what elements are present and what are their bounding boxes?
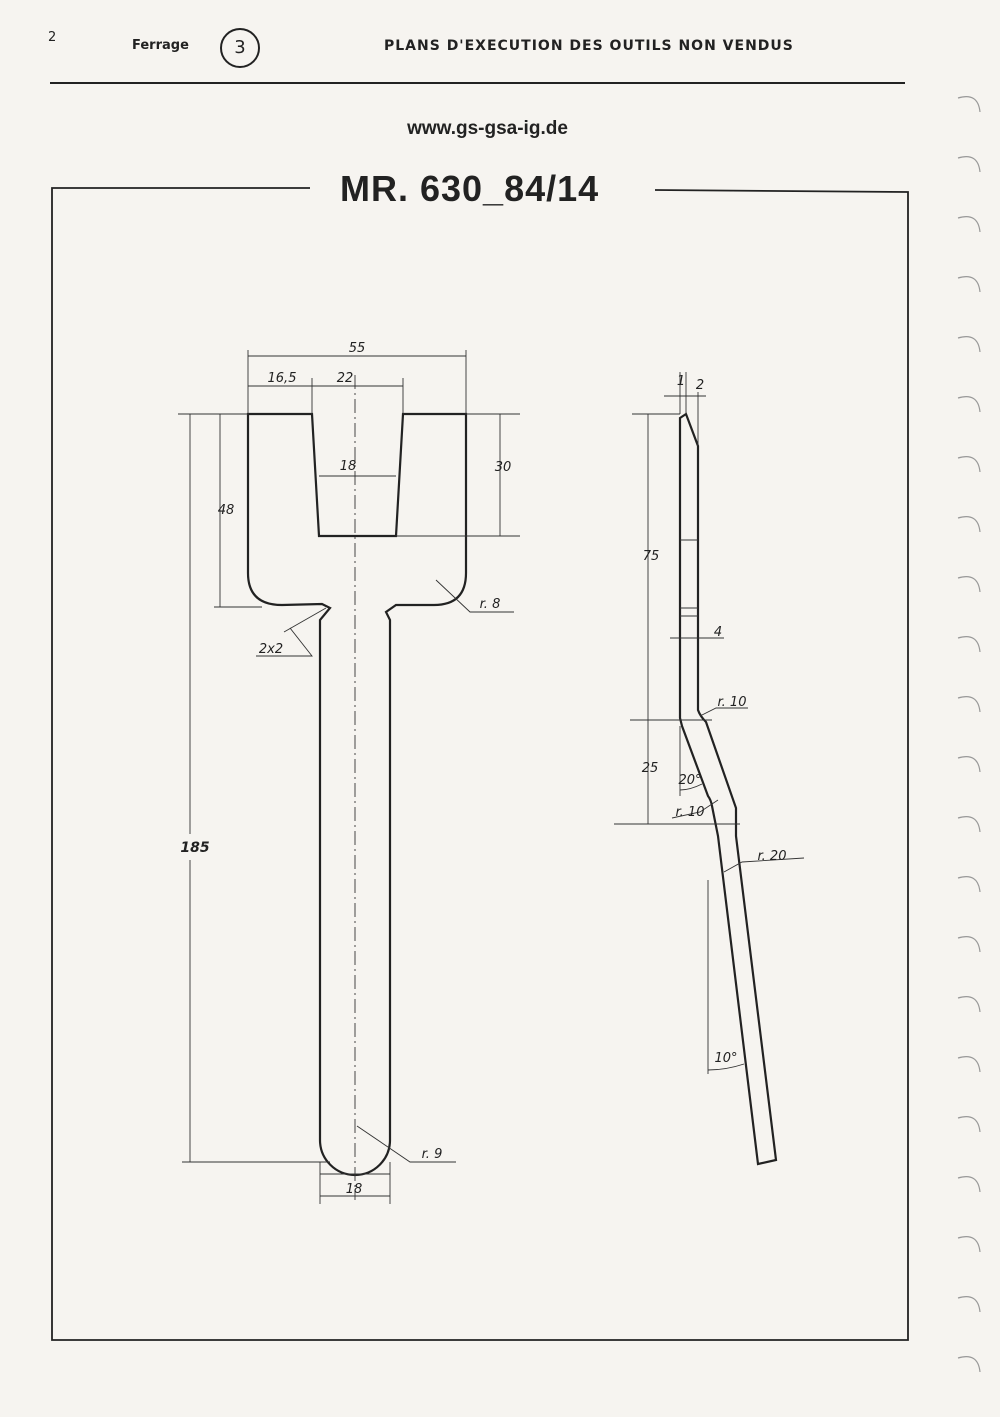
dim-overall-length: 185 — [180, 414, 330, 1163]
svg-text:r. 10: r. 10 — [718, 695, 747, 710]
dim-tip: 1 2 — [664, 372, 706, 446]
svg-text:2x2: 2x2 — [259, 642, 283, 657]
svg-text:10°: 10° — [714, 1051, 737, 1066]
dim-fillet-radius: r. 8 — [435, 579, 514, 613]
svg-text:48: 48 — [218, 503, 235, 518]
drawing-frame — [51, 187, 909, 1341]
svg-text:2: 2 — [696, 378, 704, 393]
svg-text:25: 25 — [642, 761, 659, 776]
svg-text:r. 9: r. 9 — [422, 1147, 443, 1162]
svg-text:22: 22 — [337, 371, 354, 386]
svg-text:30: 30 — [495, 460, 512, 475]
dim-shank-width: 18 — [319, 1162, 391, 1204]
section-number-badge: 3 — [220, 28, 260, 68]
section-name: Ferrage — [132, 38, 189, 53]
dim-offset-length: 25 — [614, 720, 740, 825]
dim-bend-radius-top: r. 10 — [699, 695, 748, 717]
svg-text:4: 4 — [714, 625, 722, 640]
dim-head-height: 48 — [178, 413, 262, 608]
tool-reference: MR. 630_84/14 — [340, 168, 600, 209]
binder-holes — [957, 96, 981, 1373]
page-number: 2 — [48, 30, 57, 45]
front-view-outline — [246, 412, 468, 1177]
header-title: PLANS D'EXECUTION DES OUTILS NON VENDUS — [384, 38, 794, 54]
svg-text:18: 18 — [340, 459, 357, 474]
side-view-outline — [678, 412, 778, 1166]
svg-text:55: 55 — [349, 341, 366, 356]
header-rule — [50, 82, 905, 84]
dim-slot-offsets: 16,5 22 — [248, 371, 404, 414]
svg-text:r. 20: r. 20 — [758, 849, 787, 864]
dim-slot-depth: 30 — [396, 413, 520, 537]
dim-bend-radius-middle: r. 10 — [671, 799, 719, 820]
dim-bend-radius-lower: r. 20 — [723, 849, 805, 873]
svg-text:16,5: 16,5 — [268, 371, 297, 386]
dim-chamfer: 2x2 — [256, 607, 327, 657]
svg-text:18: 18 — [346, 1182, 363, 1197]
dim-overall-width: 55 — [247, 341, 467, 414]
svg-text:1: 1 — [677, 374, 685, 389]
dim-straight-length: 75 — [630, 413, 712, 721]
dim-slot-bottom: 18 — [319, 459, 396, 477]
dim-offset-angle: 20° — [678, 726, 703, 796]
dim-end-radius: r. 9 — [356, 1125, 456, 1163]
dim-handle-angle: 10° — [707, 880, 745, 1074]
svg-text:20°: 20° — [678, 773, 701, 788]
website-url[interactable]: www.gs-gsa-ig.de — [407, 118, 568, 139]
svg-text:185: 185 — [180, 840, 209, 856]
svg-text:r. 8: r. 8 — [480, 597, 501, 612]
svg-text:r. 10: r. 10 — [676, 805, 705, 820]
dim-thickness: 4 — [670, 625, 724, 640]
svg-text:75: 75 — [643, 549, 660, 564]
